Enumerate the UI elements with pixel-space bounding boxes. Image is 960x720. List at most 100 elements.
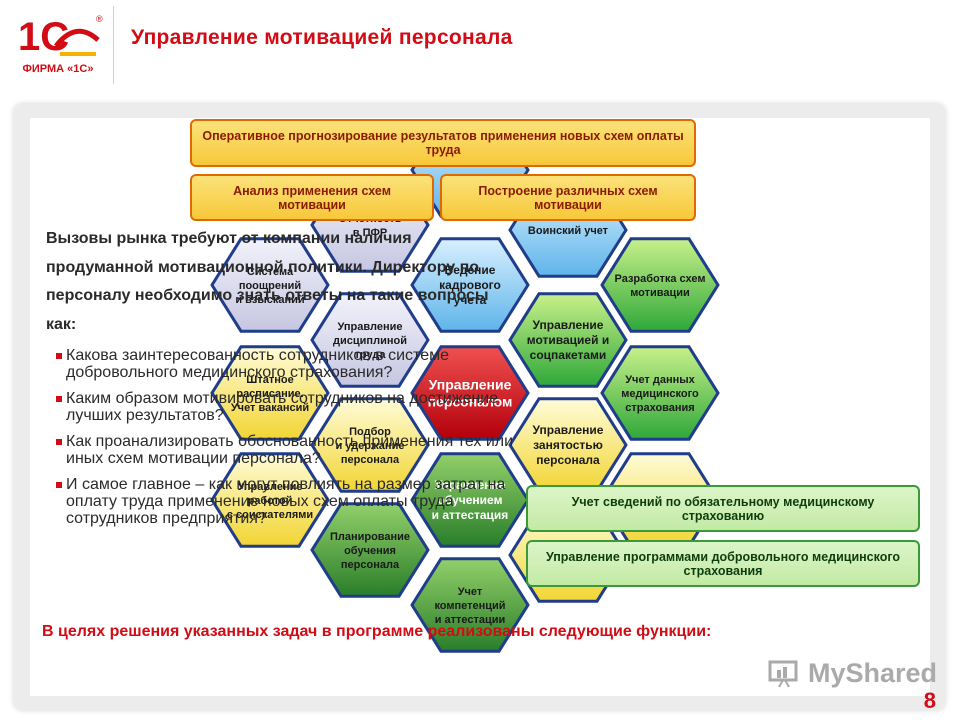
- conclusion-text: В целях решения указанных задач в програ…: [42, 623, 712, 640]
- hex-candidates-label: работой: [248, 495, 293, 507]
- hex-discipline-label: Управление: [337, 321, 402, 333]
- hex-motivation-label: мотивацией и: [527, 333, 609, 347]
- hex-insurance-label: медицинского: [621, 388, 699, 400]
- lead-paragraph: Вызовы рынка требуют от компании наличия…: [46, 230, 489, 333]
- hex-recruiting-label: Подбор: [349, 426, 391, 438]
- hex-insurance-label: Учет данных: [625, 374, 695, 386]
- hex-center-shape: [410, 345, 530, 441]
- list-item: Как проанализировать обоснованность прим…: [46, 433, 516, 467]
- callout-forecasting: Оперативное прогнозирование результатов …: [190, 119, 696, 167]
- hex-motivation-schemes: Разработка схем мотивации: [600, 237, 720, 333]
- hex-insurance: Учет данных медицинского страхования: [600, 345, 720, 441]
- hex-candidates: Управление работой с соискателями: [210, 452, 330, 548]
- hex-staffing-label: Штатное: [246, 374, 293, 386]
- bullet-square-icon: [56, 353, 62, 359]
- hex-training-label: обучением: [438, 493, 503, 507]
- hex-training-label: Управление: [435, 478, 506, 492]
- hex-insurance-shape: [600, 345, 720, 441]
- bullet-square-icon: [56, 396, 62, 402]
- hex-competencies: Учет компетенций и аттестации: [410, 557, 530, 653]
- hex-planning-label: Планирование: [330, 531, 410, 543]
- list-item-text: Каким образом мотивировать сотрудников н…: [66, 390, 499, 424]
- presentation-icon: [768, 660, 798, 688]
- hex-motivation-schemes-label: мотивации: [630, 287, 690, 299]
- hex-competencies-shape: [410, 557, 530, 653]
- hex-motivation-shape: [508, 292, 628, 388]
- hex-discipline-label: дисциплиной: [333, 335, 407, 347]
- hex-discipline-shape: [310, 292, 430, 388]
- hex-employment-label: персонала: [536, 453, 600, 467]
- callout-mandatory-insurance: Учет сведений по обязательному медицинск…: [526, 485, 920, 532]
- hex-insurance-label: страхования: [625, 402, 694, 414]
- hex-incentives: Система поощрений и взысканий: [210, 237, 330, 333]
- hex-staffing: Штатное расписание. Учет вакансий: [210, 345, 330, 441]
- hex-incentives-label: и взысканий: [235, 294, 304, 306]
- hex-reporting-label: в ПФР: [353, 227, 387, 239]
- header-divider: [113, 6, 114, 84]
- svg-text:®: ®: [96, 14, 103, 24]
- hex-discipline-label: труда: [355, 349, 387, 361]
- hex-planning-label: персонала: [341, 559, 400, 571]
- hex-incentives-shape: [210, 237, 330, 333]
- bullet-square-icon: [56, 439, 62, 445]
- hex-motivation-schemes-shape: [600, 237, 720, 333]
- hex-recruiting: Подбор и удержание персонала: [310, 397, 430, 493]
- hex-hr-records-shape: [410, 237, 530, 333]
- hex-planning: Планирование обучения персонала: [310, 502, 430, 598]
- header: 1С ® ФИРМА «1С» Управление мотивацией пе…: [0, 0, 960, 90]
- hex-military-label: Воинский учет: [528, 225, 609, 237]
- list-item: Каким образом мотивировать сотрудников н…: [46, 390, 516, 424]
- hex-staffing-label: расписание.: [236, 388, 303, 400]
- list-item: И самое главное – как могут повлиять на …: [46, 476, 516, 527]
- hex-training-label: и аттестация: [432, 508, 509, 522]
- hex-motivation-schemes-label: Разработка схем: [615, 273, 706, 285]
- hex-center-label: персоналом: [428, 393, 513, 409]
- list-item-text: Какова заинтересованность сотрудников в …: [66, 347, 449, 381]
- logo-brand: 1С: [18, 15, 69, 59]
- hex-planning-label: обучения: [344, 545, 396, 557]
- hex-competencies-label: и аттестации: [435, 614, 506, 626]
- hex-hr-records-label: Ведение: [445, 263, 496, 277]
- hex-candidates-label: Управление: [237, 481, 302, 493]
- hex-hr-records-label: кадрового: [439, 278, 501, 292]
- hex-staffing-shape: [210, 345, 330, 441]
- hex-center-label: Управление: [429, 376, 512, 392]
- logo-caption: ФИРМА «1С»: [23, 63, 94, 75]
- hex-employment-label: Управление: [533, 423, 604, 437]
- bullet-square-icon: [56, 482, 62, 488]
- watermark-text: MyShared: [808, 657, 938, 688]
- hex-candidates-label: с соискателями: [227, 509, 313, 521]
- hex-recruiting-label: персонала: [341, 454, 400, 466]
- hex-hr-records-label: учета: [454, 293, 487, 307]
- question-list: Какова заинтересованность сотрудников в …: [46, 347, 516, 527]
- hex-candidates-shape: [210, 452, 330, 548]
- callout-schemes: Построение различных схем мотивации: [440, 174, 696, 221]
- hex-staffing-label: Учет вакансий: [231, 402, 309, 414]
- list-item-text: И самое главное – как могут повлиять на …: [66, 476, 506, 527]
- hex-recruiting-shape: [310, 397, 430, 493]
- hex-incentives-label: поощрений: [239, 280, 301, 292]
- company-logo: 1С ® ФИРМА «1С»: [10, 8, 106, 80]
- hex-employment-label: занятостью: [533, 438, 603, 452]
- hex-planning-shape: [310, 502, 430, 598]
- hex-competencies-label: Учет: [458, 586, 483, 598]
- hex-discipline: Управление дисциплиной труда: [310, 292, 430, 388]
- hex-recruiting-label: и удержание: [336, 440, 405, 452]
- hex-motivation-label: соцпакетами: [530, 348, 607, 362]
- hex-incentives-label: Система: [247, 266, 294, 278]
- callout-voluntary-insurance: Управление программами добровольного мед…: [526, 540, 920, 587]
- hex-competencies-label: компетенций: [434, 600, 505, 612]
- body-text: Вызовы рынка требуют от компании наличия…: [46, 225, 516, 536]
- page-number: 8: [923, 688, 936, 713]
- watermark: MyShared: [768, 658, 937, 688]
- list-item: Какова заинтересованность сотрудников в …: [46, 347, 516, 381]
- hex-training-shape: [410, 452, 530, 548]
- list-item-text: Как проанализировать обоснованность прим…: [66, 433, 514, 467]
- hex-motivation-label: Управление: [533, 318, 604, 332]
- page-title: Управление мотивацией персонала: [131, 26, 513, 49]
